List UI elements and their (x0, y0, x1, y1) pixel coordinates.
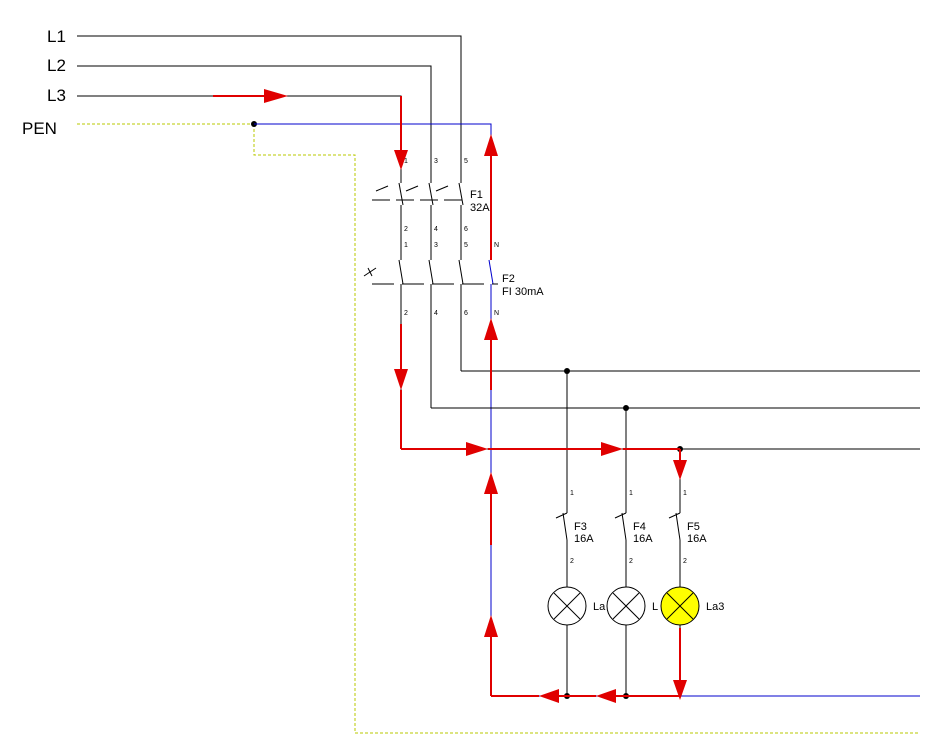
arrow-left-icon (539, 689, 559, 703)
f1-contact-2 (428, 182, 434, 206)
f2-terminal-n-out: N (494, 310, 499, 317)
wire-neutral-supply (254, 123, 492, 260)
f3-terminal-2: 2 (570, 558, 574, 565)
arrow-right-icon (264, 89, 288, 103)
wire-l2-supply (77, 65, 432, 183)
f3-contact (562, 512, 568, 541)
f2-terminal-5: 5 (464, 242, 468, 249)
f5-terminal-2: 2 (683, 558, 687, 565)
breaker-f1[interactable]: 1 3 5 2 4 6 F1 32A (372, 158, 490, 260)
f5-rating: 16A (687, 533, 707, 545)
f2-terminal-6: 6 (464, 310, 468, 317)
arrow-down-icon (673, 460, 687, 480)
f2-terminal-3: 3 (434, 242, 438, 249)
f2-contact-1 (398, 259, 404, 285)
arrow-up-icon (484, 615, 498, 637)
lamp-la1-label: La (593, 601, 606, 613)
bus-label-l3: L3 (47, 86, 66, 105)
f2-terminal-2: 2 (404, 310, 408, 317)
f1-terminal-1: 1 (404, 158, 408, 165)
f1-terminal-2: 2 (404, 226, 408, 233)
f4-name: F4 (633, 521, 646, 533)
f1-trip-mark-3 (435, 185, 449, 192)
breaker-f5[interactable]: 1 2 F5 16A (668, 449, 707, 588)
lamp-la2[interactable]: L (606, 586, 658, 696)
lamp-la3-cross-2 (666, 592, 694, 620)
f2-contact-3 (458, 259, 464, 285)
f4-rating: 16A (633, 533, 653, 545)
f2-terminal-1: 1 (404, 242, 408, 249)
f4-terminal-1: 1 (629, 490, 633, 497)
rcd-f2[interactable]: 1 3 5 N 2 4 6 N F2 FI 30mA (363, 242, 544, 696)
f3-trip-mark (555, 512, 568, 519)
f2-contact-n (488, 259, 494, 285)
arrow-down-icon (394, 150, 408, 170)
f4-trip-mark (614, 512, 627, 519)
f5-contact (675, 512, 681, 541)
f5-name: F5 (687, 521, 700, 533)
f2-name: F2 (502, 273, 515, 285)
bus-label-l2: L2 (47, 56, 66, 75)
wire-pe (253, 124, 920, 734)
f1-terminal-4: 4 (434, 226, 438, 233)
bus-label-l1: L1 (47, 27, 66, 46)
f3-name: F3 (574, 521, 587, 533)
f1-trip-mark-1 (375, 185, 389, 192)
arrow-down-icon (394, 369, 408, 390)
lamp-la2-label: L (652, 601, 658, 613)
arrow-down-icon (673, 680, 687, 700)
f3-terminal-1: 1 (570, 490, 574, 497)
lamp-la2-cross-2 (612, 592, 640, 620)
f1-contact-3 (458, 182, 464, 206)
lamp-la3[interactable]: La3 (660, 586, 724, 696)
arrow-right-icon (466, 442, 488, 456)
f2-test-mark-2 (367, 267, 373, 277)
lamp-la1-cross-2 (553, 592, 581, 620)
wire-l3-supply (77, 95, 402, 183)
breaker-f4[interactable]: 1 2 F4 16A (614, 408, 653, 588)
arrow-up-icon (484, 318, 498, 340)
f1-rating: 32A (470, 202, 490, 214)
bus-label-pen: PEN (22, 119, 57, 138)
f2-contact-2 (428, 259, 434, 285)
f1-terminal-6: 6 (464, 226, 468, 233)
f5-trip-mark (668, 512, 681, 519)
lamp-la3-label: La3 (706, 601, 724, 613)
wire-l1-supply (77, 35, 462, 183)
f1-trip-mark-2 (405, 185, 419, 192)
f3-rating: 16A (574, 533, 594, 545)
f5-terminal-1: 1 (683, 490, 687, 497)
arrow-right-icon (601, 442, 623, 456)
f1-terminal-3: 3 (434, 158, 438, 165)
f1-contact-1 (398, 182, 404, 206)
lamp-la1[interactable]: La (547, 586, 606, 696)
f2-terminal-4: 4 (434, 310, 438, 317)
arrow-left-icon (596, 689, 616, 703)
arrow-up-icon (484, 472, 498, 494)
breaker-f3[interactable]: 1 2 F3 16A (555, 371, 594, 588)
f1-terminal-5: 5 (464, 158, 468, 165)
f2-terminal-n-in: N (494, 242, 499, 249)
f1-name: F1 (470, 189, 483, 201)
current-flow-arrows (213, 89, 687, 703)
f4-terminal-2: 2 (629, 558, 633, 565)
f2-rating: FI 30mA (502, 286, 544, 298)
f4-contact (621, 512, 627, 541)
arrow-up-icon (484, 134, 498, 156)
